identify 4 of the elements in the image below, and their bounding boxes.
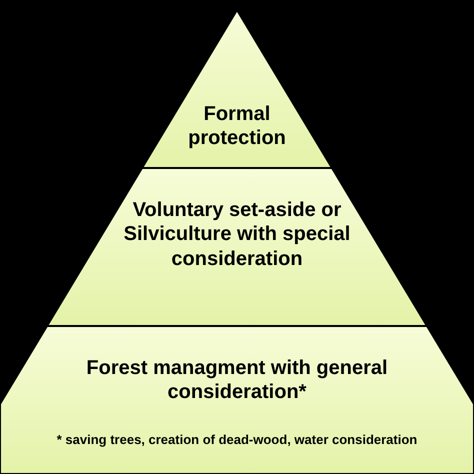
footnote-text: * saving trees, creation of dead-wood, water consideration xyxy=(56,432,418,448)
tier-label: Formal protection xyxy=(187,102,287,151)
tier-label: Forest managment with general consideration* xyxy=(85,356,389,405)
tier-label: Voluntary set-aside or Silviculture with special consideration xyxy=(122,198,352,272)
